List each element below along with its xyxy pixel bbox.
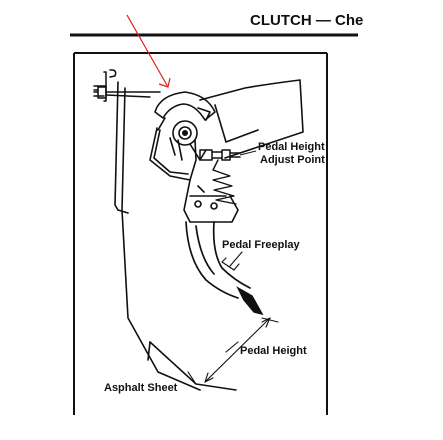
pedal-pad <box>236 286 264 316</box>
label-pedal-height-adjust-line2: Adjust Point <box>260 154 325 166</box>
annotation-arrow <box>126 14 171 88</box>
pedal-bracket-sector <box>149 91 216 181</box>
pedal-freeplay-indicator <box>221 251 243 271</box>
return-spring <box>212 159 237 205</box>
adjust-point-leader <box>239 150 257 156</box>
label-asphalt-sheet: Asphalt Sheet <box>104 382 178 394</box>
label-pedal-height-adjust-line1: Pedal Height <box>258 141 325 153</box>
master-cylinder-pushrod <box>93 69 161 102</box>
pedal-height-adjust-bolt <box>199 149 241 161</box>
pedal-height-dimension <box>204 317 279 383</box>
asphalt-sheet-floor <box>147 341 237 391</box>
label-pedal-height: Pedal Height <box>240 345 307 357</box>
figure-frame <box>73 52 328 415</box>
pivot-bolt <box>182 130 188 136</box>
firewall-panel <box>114 79 304 391</box>
label-pedal-freeplay: Pedal Freeplay <box>222 239 301 251</box>
pedal-arm-bracket <box>183 179 239 223</box>
pedal-arm <box>185 221 251 299</box>
page-header-title: CLUTCH — Che <box>250 12 363 29</box>
